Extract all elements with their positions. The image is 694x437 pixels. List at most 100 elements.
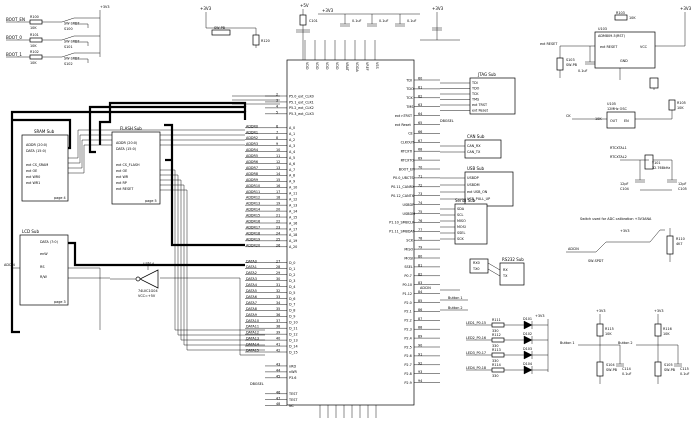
jtag-port-label: TMS bbox=[471, 98, 479, 102]
led-resistor bbox=[491, 322, 505, 328]
buffer-note: VCC=+5V bbox=[138, 294, 156, 298]
flash-port-label: ext CS_FLASH bbox=[116, 163, 140, 167]
mcu-left-pin-label: A_7 bbox=[289, 168, 295, 172]
mcu-left-pin-number: 5 bbox=[276, 110, 278, 114]
lcd-title: LCD Sub bbox=[22, 229, 39, 234]
rtc-c2: C105 bbox=[678, 187, 687, 191]
led-res-ref: R113 bbox=[492, 348, 501, 352]
mcu-left-pin-label: D_11 bbox=[289, 327, 298, 331]
mcu-right-pin-label: BOOT_EN bbox=[399, 167, 416, 171]
boot-v3-label: +3V3 bbox=[100, 5, 109, 9]
led-net-label: LED1_P0.15 bbox=[466, 321, 486, 325]
data-net-label: DATA14 bbox=[246, 343, 259, 347]
serial-port-label: SCK bbox=[457, 237, 465, 241]
mcu-right-pin-number: 78 bbox=[418, 237, 422, 241]
mcu-right-pin-number: 69 bbox=[418, 157, 422, 161]
boot-resistor bbox=[29, 54, 43, 60]
led-net-label: LED3_P0.17 bbox=[466, 351, 486, 355]
button-resistor bbox=[596, 323, 604, 337]
mcu-right-pin-number: 76 bbox=[418, 219, 422, 223]
adc-v3: +3V3 bbox=[620, 229, 629, 233]
flash-port-label: ext WR bbox=[116, 175, 129, 179]
mcu-left-pin-number: 46 bbox=[276, 390, 280, 394]
button-sw-ref: S104 bbox=[606, 363, 615, 367]
mcu-body bbox=[286, 59, 415, 406]
reset-v3: +3V3 bbox=[680, 6, 692, 11]
mcu-left-pin-number: 34 bbox=[276, 301, 280, 305]
mcu-right-pin-label: ext nTRST bbox=[395, 114, 413, 118]
sram-port-label: ADDR (20:0) bbox=[26, 143, 48, 147]
mcu-left-pin-label: D_3 bbox=[289, 279, 295, 283]
boot-res-val: 10K bbox=[30, 44, 37, 48]
flash-port-label: ext RP bbox=[116, 181, 127, 185]
rtc-xtal-val: 32.768kHz bbox=[652, 166, 670, 170]
addr-net-label: ADDR11 bbox=[246, 190, 260, 194]
button-sw-type: SW-PB bbox=[664, 368, 676, 372]
reset-ic-part: ADM809-5(RST) bbox=[598, 34, 626, 38]
button-cap-ref: C115 bbox=[680, 367, 689, 371]
mcu-top-pin-label: VSS bbox=[375, 62, 379, 69]
mcu-right-pin-label: P2.7 bbox=[404, 363, 411, 367]
rs232-port-label: RX bbox=[503, 268, 508, 272]
sw-top-left bbox=[211, 29, 231, 36]
rtc-c2-val: 12pF bbox=[678, 182, 686, 186]
mcu-right-pin-number: 79 bbox=[418, 246, 422, 250]
adc-calibration: Switch used for ADC calibration +3V3ANA … bbox=[566, 217, 685, 263]
led-diode bbox=[523, 350, 533, 360]
sram-title: SRAM Sub bbox=[34, 129, 55, 134]
signal-wiring bbox=[12, 95, 280, 356]
button-sw-ref: S105 bbox=[664, 363, 673, 367]
mcu-right-pin-label: P2.1 bbox=[404, 310, 411, 314]
mcu-right-pin-number: 90 bbox=[418, 344, 422, 348]
data-net-label: DATA0 bbox=[246, 259, 257, 263]
mcu-left-pin-label: D_12 bbox=[289, 332, 298, 336]
led-net-label: LED4_P0.18 bbox=[466, 366, 486, 370]
mcu-right-pin-label: P2.3 bbox=[404, 328, 411, 332]
mcu-right-pin-label: P1.10_SMBCLK bbox=[389, 221, 415, 225]
sram-box bbox=[21, 134, 69, 202]
mcu-right-pin-number: 75 bbox=[418, 210, 422, 214]
reset-ic-ref: U103 bbox=[598, 27, 607, 31]
led-res-ref: R111 bbox=[492, 318, 501, 322]
mcu-right-pin-number: 67 bbox=[418, 139, 422, 143]
serial-port-label: SCL bbox=[457, 213, 464, 217]
data-net-label: DATA15 bbox=[246, 349, 259, 353]
mcu-right-pin-number: 64 bbox=[418, 112, 422, 116]
mcu-left-pin-number: 9 bbox=[276, 142, 278, 146]
mcu-right-pin-number: 70 bbox=[418, 166, 422, 170]
osc-box bbox=[606, 111, 636, 129]
serial-title: Serial Sub bbox=[455, 198, 476, 203]
mcu-left-pin-label: A_1 bbox=[289, 132, 295, 136]
top-supply-area: +3V3 SW-PB R120 +5V C101 +3V3 0.1uF 0.1u… bbox=[200, 3, 460, 60]
svg-text:TX0: TX0 bbox=[472, 267, 480, 271]
boot-sw-type: SW-SPDT bbox=[64, 57, 80, 61]
rs232-box bbox=[499, 262, 525, 286]
boot-net-label: BOOT_EN bbox=[6, 17, 25, 22]
jtag-port-label: ext TRST bbox=[472, 103, 488, 107]
serial-box bbox=[454, 203, 488, 245]
button-res-ref: R116 bbox=[663, 327, 672, 331]
cap-val-2: 0.1uF bbox=[379, 19, 389, 23]
mcu-left-pin-label: P5.0_ext_CLK0 bbox=[289, 94, 314, 98]
mcu-left-pin-number: 22 bbox=[276, 220, 280, 224]
rtc-xtal-ref: Y101 bbox=[652, 161, 661, 165]
mcu-left-pin-label: NC bbox=[289, 404, 295, 408]
mcu-right-pin-number: 62 bbox=[418, 94, 422, 98]
mcu-left-pin-label: A_14 bbox=[289, 209, 297, 213]
mcu-left-pin-number: 26 bbox=[276, 243, 280, 247]
v3-label-3: +3V3 bbox=[432, 6, 444, 11]
mcu-left-pin-label: A_18 bbox=[289, 233, 297, 237]
mcu-left-pin-number: 38 bbox=[276, 325, 280, 329]
mcu-right-pin-number: 83 bbox=[418, 281, 422, 285]
usb-subsheet: USB Sub bbox=[464, 166, 514, 207]
usb-title: USB Sub bbox=[467, 166, 485, 171]
can-port-label: CAN_TX bbox=[467, 150, 481, 154]
dbgsel-right: DBGSEL bbox=[440, 119, 454, 123]
mcu-left-pin-label: A_4 bbox=[289, 150, 295, 154]
mcu-left-pin-number: 23 bbox=[276, 225, 280, 229]
led-ref: D102 bbox=[523, 332, 532, 336]
led-ref: D103 bbox=[523, 347, 532, 351]
addr-net-label: ADDR17 bbox=[246, 225, 260, 229]
mcu-left-pin-number: 36 bbox=[276, 313, 280, 317]
